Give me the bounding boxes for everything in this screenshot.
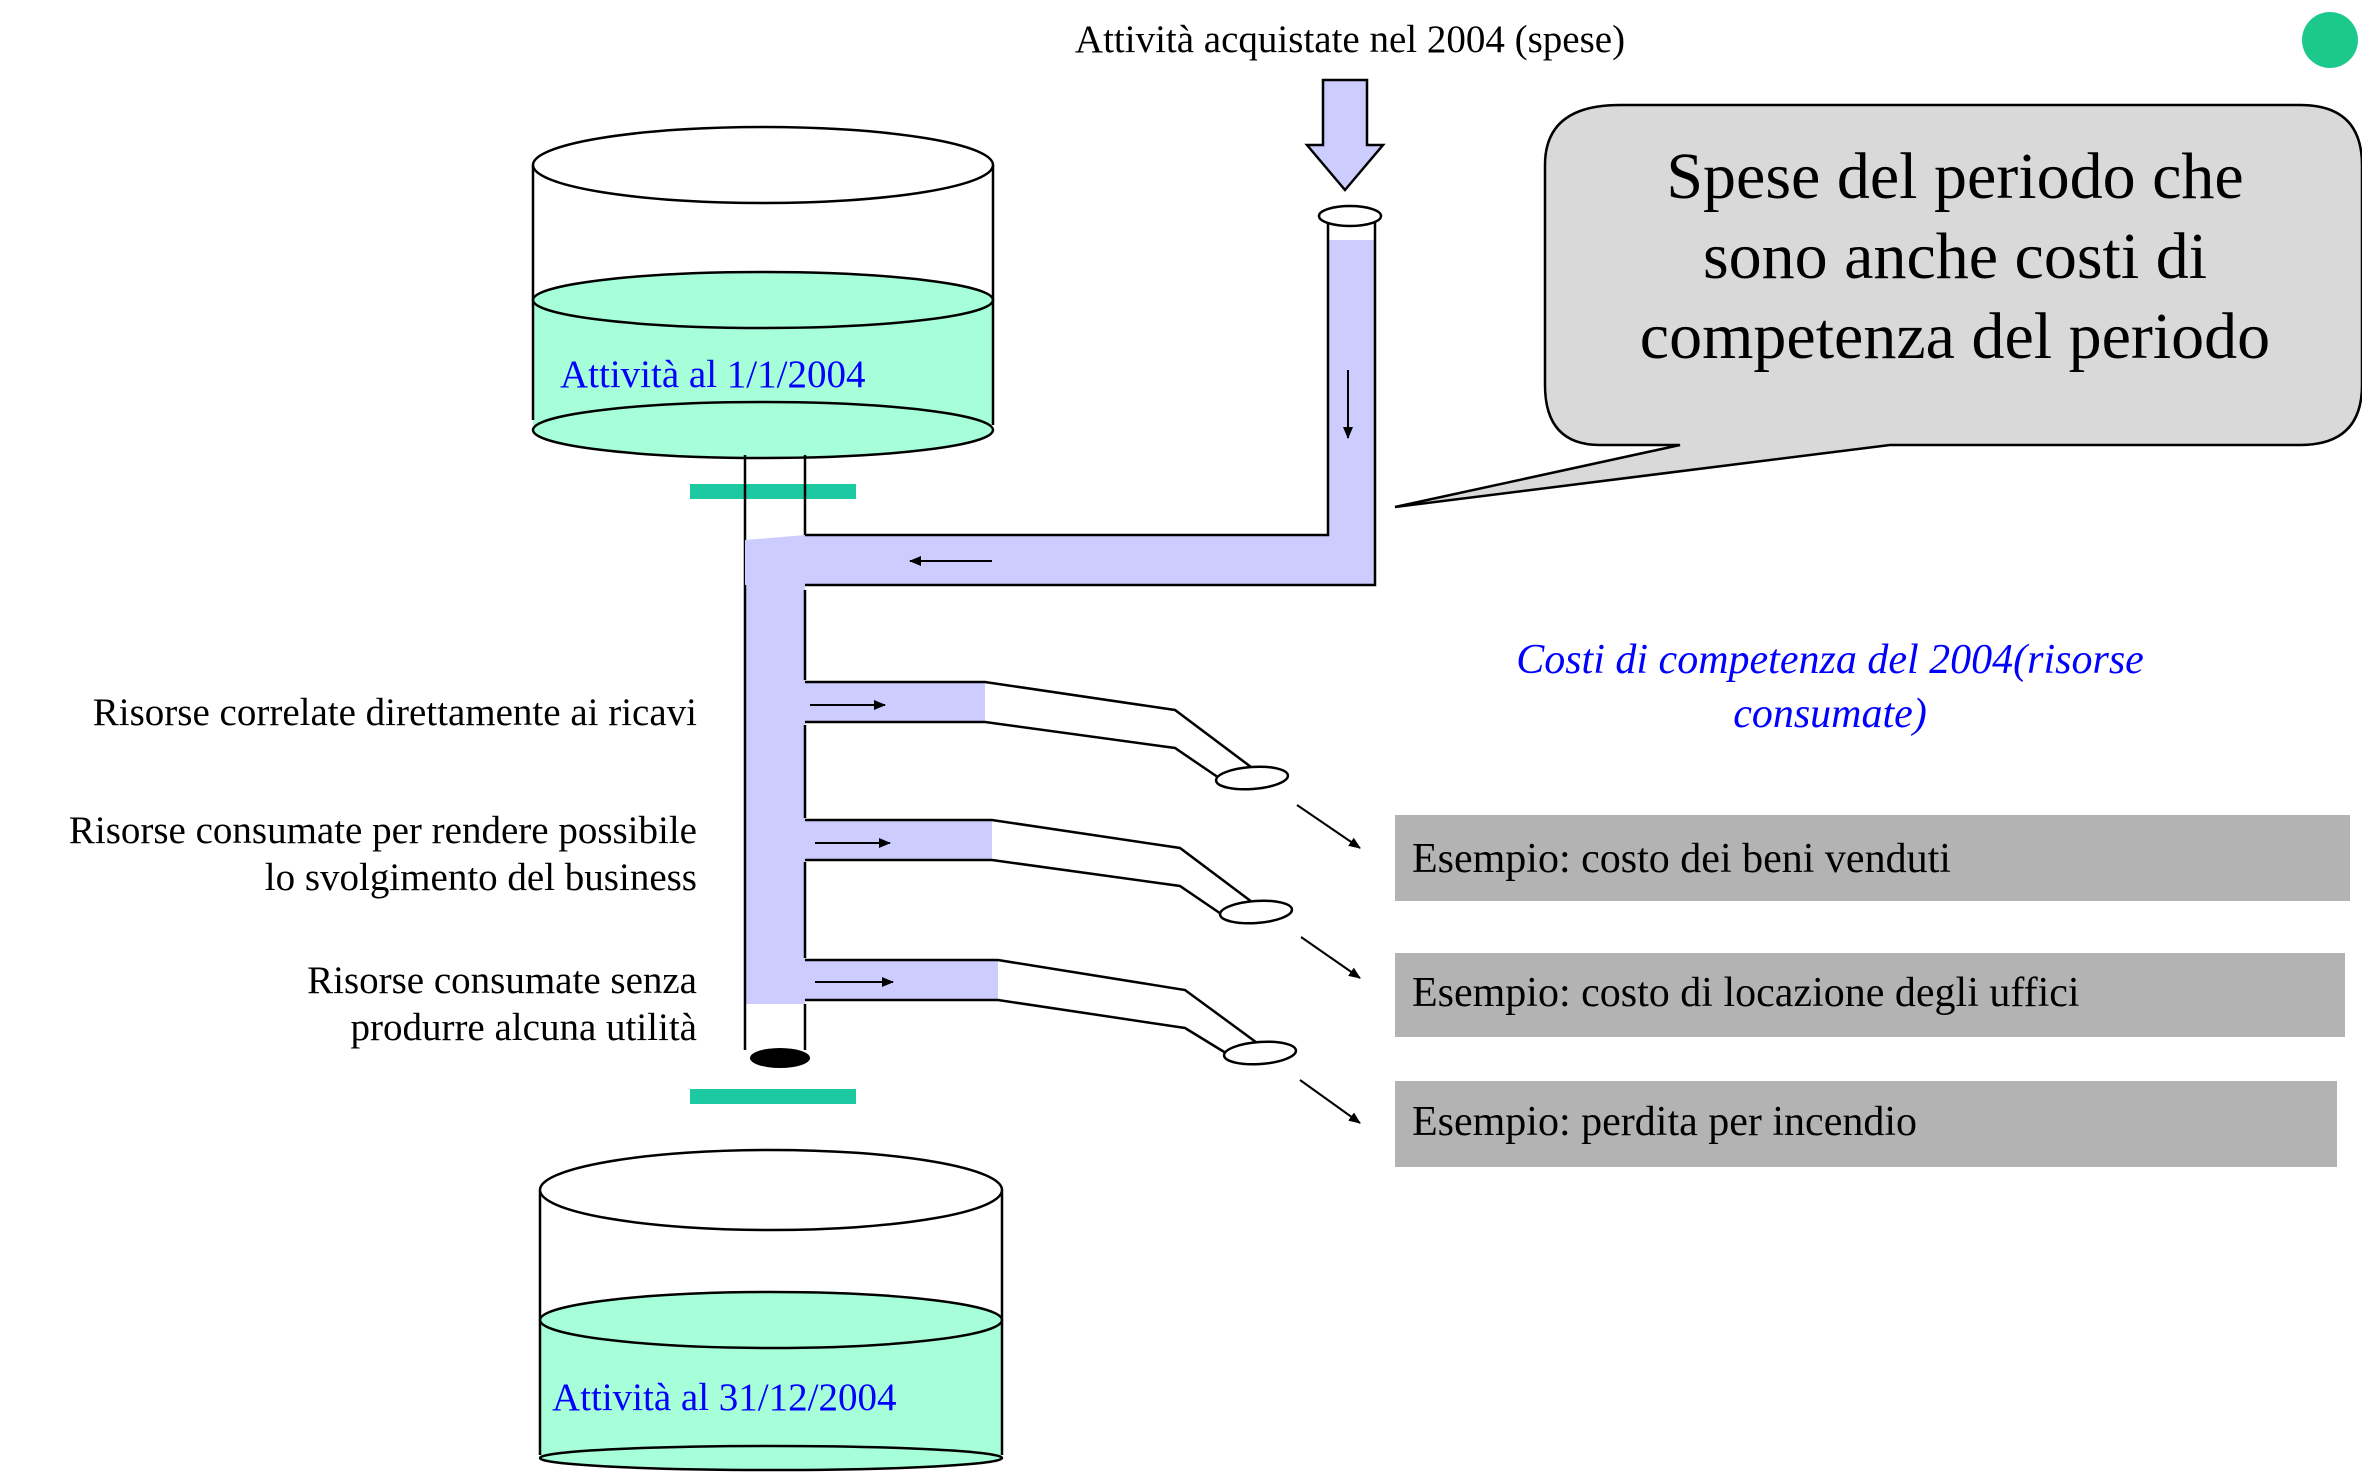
costs-heading-line-1: Costi di competenza del 2004(risorse [1516,637,2144,683]
costs-heading-line-2: consumate) [1733,691,1927,737]
bottom-tank [538,1148,1004,1472]
top-label: Attività acquistate nel 2004 (spese) [1075,18,1625,61]
branch-3-label-line-2: produrre alcuna utilità [350,1006,697,1049]
branch-3-label-line-1: Risorse consumate senza [307,959,697,1002]
feed-pipe [745,204,1383,587]
top-valve [690,484,856,499]
branch-pipe-3 [805,958,1361,1124]
example-2-text: Esempio: costo di locazione degli uffici [1412,970,2080,1016]
example-box-3 [1395,1081,2337,1167]
example-box-2 [1395,953,2345,1037]
example-box-1 [1395,815,2350,901]
corner-dot [2302,12,2358,68]
example-3-text: Esempio: perdita per incendio [1412,1099,1917,1145]
bottom-tank-label: Attività al 31/12/2004 [552,1376,896,1419]
callout-line-1: Spese del periodo che [1666,140,2243,213]
callout-line-2: sono anche costi di [1703,220,2207,293]
callout-line-3: competenza del periodo [1640,300,2270,373]
top-tank [531,125,995,460]
branch-1-label: Risorse correlate direttamente ai ricavi [93,691,697,734]
example-1-text: Esempio: costo dei beni venduti [1412,836,1951,882]
input-arrow-icon [1304,78,1386,192]
callout-bubble [1394,103,2362,509]
branch-pipe-1 [805,680,1361,849]
branch-pipe-2 [805,818,1361,979]
bottom-valve [690,1089,856,1104]
top-tank-label: Attività al 1/1/2004 [560,353,865,396]
branch-2-label-line-2: lo svolgimento del business [265,856,697,899]
branch-2-label-line-1: Risorse consumate per rendere possibile [69,809,697,852]
